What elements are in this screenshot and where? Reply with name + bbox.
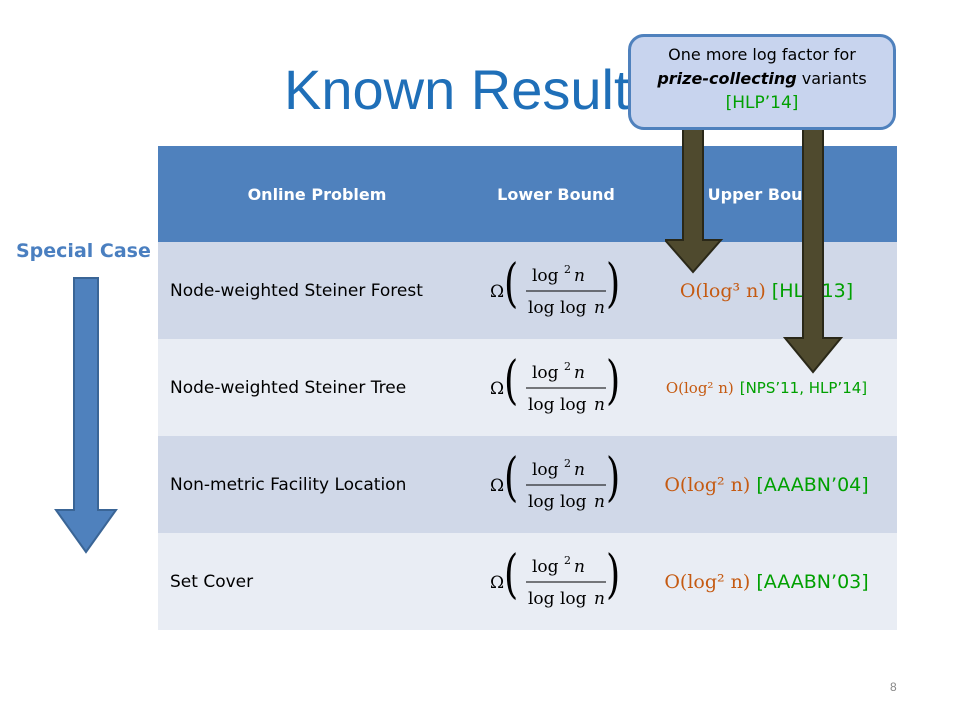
svg-text:log log: log log	[528, 298, 587, 318]
header-lower-bound: Lower Bound	[476, 146, 636, 242]
svg-text:Ω: Ω	[490, 282, 504, 302]
lower-bound-formula: Ω ( log 2 n log log n )	[490, 446, 620, 512]
callout-emphasis: prize-collecting	[657, 69, 797, 88]
svg-text:log: log	[532, 363, 559, 383]
svg-text:log log: log log	[528, 492, 587, 512]
callout-line2-rest: variants	[796, 69, 867, 88]
upper-bound-value: O(log² n)	[665, 378, 734, 397]
svg-text:Ω: Ω	[490, 379, 504, 399]
table-row-problem: Node-weighted Steiner Tree	[158, 339, 476, 436]
svg-text:n: n	[594, 298, 605, 318]
svg-text:Ω: Ω	[490, 476, 504, 496]
upper-bound-cell: O(log² n) [AAABN’03]	[636, 533, 897, 630]
callout-line1: One more log factor for	[668, 45, 856, 64]
callout-reference: [HLP’14]	[725, 93, 799, 113]
table-row-problem: Set Cover	[158, 533, 476, 630]
svg-text:n: n	[574, 460, 585, 480]
lower-bound-cell: Ω ( log 2 n log log n )	[476, 339, 636, 436]
svg-text:n: n	[574, 557, 585, 577]
header-upper-bound: Upper Bound	[636, 146, 897, 242]
svg-text:log: log	[532, 460, 559, 480]
svg-text:): )	[606, 349, 620, 410]
svg-text:n: n	[574, 363, 585, 383]
lower-bound-cell: Ω ( log 2 n log log n )	[476, 242, 636, 339]
svg-text:): )	[606, 543, 620, 604]
svg-text:n: n	[594, 395, 605, 415]
lower-bound-formula: Ω ( log 2 n log log n )	[490, 349, 620, 415]
page-number: 8	[890, 680, 897, 694]
svg-text:): )	[606, 446, 620, 507]
svg-text:): )	[606, 252, 620, 313]
table-row-problem: Node-weighted Steiner Forest	[158, 242, 476, 339]
upper-bound-ref: [NPS’11, HLP’14]	[739, 378, 868, 397]
callout-box: One more log factor for prize-collecting…	[628, 34, 896, 130]
svg-text:n: n	[594, 492, 605, 512]
svg-text:log: log	[532, 557, 559, 577]
callout-arrow-right	[783, 128, 844, 374]
upper-bound-cell: O(log² n) [AAABN’04]	[636, 436, 897, 533]
callout-line2: prize-collecting variants	[631, 67, 893, 91]
lower-bound-formula: Ω ( log 2 n log log n )	[490, 543, 620, 609]
table-row-problem: Non-metric Facility Location	[158, 436, 476, 533]
svg-text:log log: log log	[528, 589, 587, 609]
upper-bound-value: O(log² n)	[664, 473, 751, 496]
callout-arrow-left	[665, 128, 724, 274]
upper-bound-value: O(log² n)	[664, 570, 751, 593]
header-online-problem: Online Problem	[158, 146, 476, 242]
svg-text:(: (	[504, 446, 518, 507]
svg-text:2: 2	[564, 360, 571, 373]
svg-text:2: 2	[564, 457, 571, 470]
upper-bound-value: O(log³ n)	[679, 279, 766, 302]
upper-bound-cell: O(log² n) [NPS’11, HLP’14]	[636, 339, 897, 436]
svg-text:2: 2	[564, 263, 571, 276]
svg-text:n: n	[574, 266, 585, 286]
upper-bound-ref: [AAABN’04]	[756, 473, 869, 496]
svg-text:2: 2	[564, 554, 571, 567]
upper-bound-ref: [AAABN’03]	[756, 570, 869, 593]
svg-text:Ω: Ω	[490, 573, 504, 593]
slide-title: Known Results	[284, 58, 658, 121]
svg-text:(: (	[504, 349, 518, 410]
svg-text:log log: log log	[528, 395, 587, 415]
svg-text:(: (	[504, 252, 518, 313]
special-case-down-arrow	[54, 277, 118, 554]
svg-text:n: n	[594, 589, 605, 609]
svg-text:(: (	[504, 543, 518, 604]
special-case-label: Special Case	[16, 240, 151, 262]
svg-text:log: log	[532, 266, 559, 286]
lower-bound-formula: Ω ( log 2 n log log n )	[490, 252, 620, 318]
upper-bound-cell: O(log³ n) [HLP’13]	[636, 242, 897, 339]
lower-bound-cell: Ω ( log 2 n log log n )	[476, 436, 636, 533]
lower-bound-cell: Ω ( log 2 n log log n )	[476, 533, 636, 630]
